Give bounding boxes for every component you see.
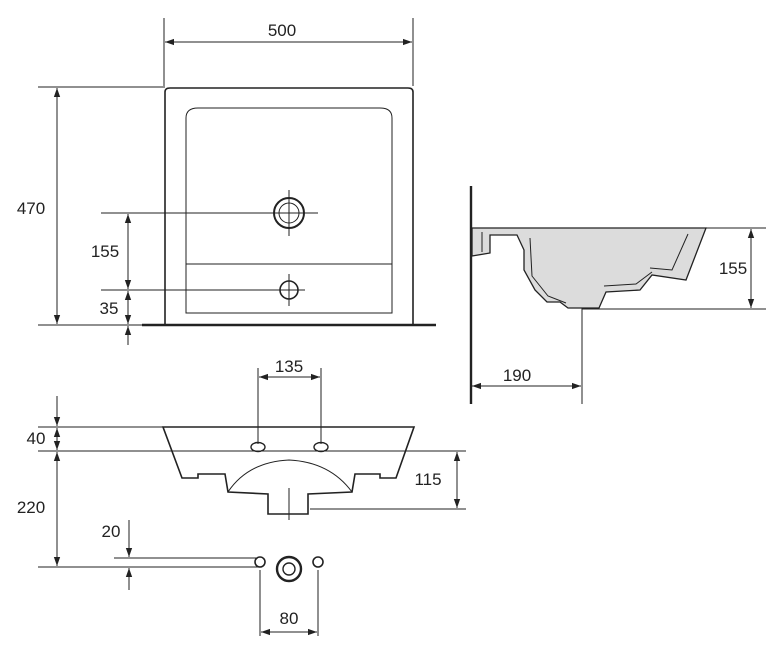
- side-depth-label: 190: [503, 366, 531, 385]
- basin-section-profile: [471, 227, 707, 309]
- height-label: 470: [17, 199, 45, 218]
- side-section-view: 155 190: [469, 186, 766, 404]
- tap-spacing-label: 135: [275, 357, 303, 376]
- tap-hole-left-icon: [250, 441, 266, 453]
- rim-label: 40: [27, 429, 46, 448]
- tap-hole-right-icon: [313, 441, 329, 453]
- front-height-label: 220: [17, 498, 45, 517]
- basin-inner-outline: [185, 107, 393, 314]
- overflow-label: 35: [100, 299, 119, 318]
- top-view: 500 470 155 35: [17, 18, 436, 345]
- tap-hole-label: 155: [91, 242, 119, 261]
- front-view: 135 40 220 115 20 80: [17, 357, 466, 636]
- tap-hole-icon: [273, 190, 305, 236]
- bowl-depth-label: 115: [414, 470, 441, 489]
- bracket-offset-label: 20: [102, 522, 121, 541]
- side-height-label: 155: [719, 259, 747, 278]
- drain-outlet-icon: [275, 555, 303, 583]
- bracket-spacing-label: 80: [280, 609, 299, 628]
- width-label: 500: [268, 21, 296, 40]
- basin-outer-outline: [164, 87, 414, 325]
- drain-hole-icon: [279, 274, 299, 306]
- bracket-right-icon: [312, 556, 324, 568]
- basin-front-outline: [161, 426, 416, 515]
- bracket-left-icon: [254, 556, 266, 568]
